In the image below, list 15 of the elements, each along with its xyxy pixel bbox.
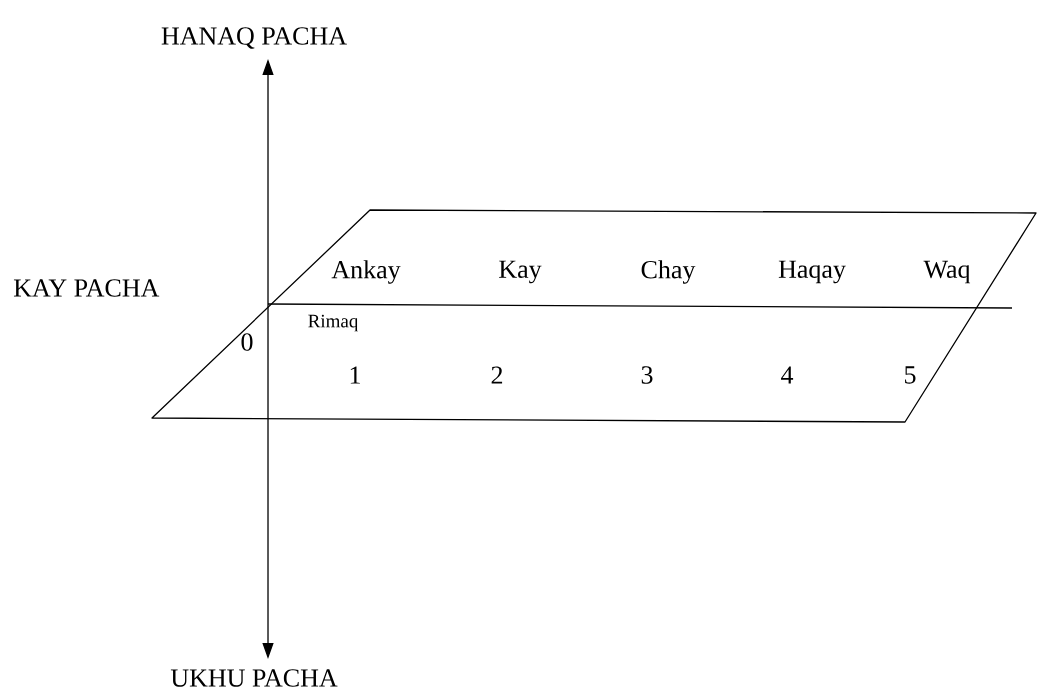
plane-label: Kay [499, 260, 542, 284]
plane-label: 0 [241, 333, 253, 351]
plane-label: 3 [641, 366, 653, 384]
plane-label: 4 [781, 366, 794, 384]
world-label: UKHU PACHA [170, 669, 338, 687]
plane-label: Ankay [331, 260, 401, 284]
world-label: HANAQ PACHA [161, 27, 347, 49]
plane-label: 5 [905, 366, 916, 384]
plane-label: Chay [641, 260, 696, 284]
plane-label: Rimaq [308, 314, 358, 332]
world-label: KAY PACHA [13, 279, 160, 297]
plane-label: Waq [923, 260, 971, 284]
plane-label: 2 [491, 366, 503, 384]
plane-label: 1 [350, 366, 360, 384]
plane-label: Haqay [778, 260, 846, 284]
